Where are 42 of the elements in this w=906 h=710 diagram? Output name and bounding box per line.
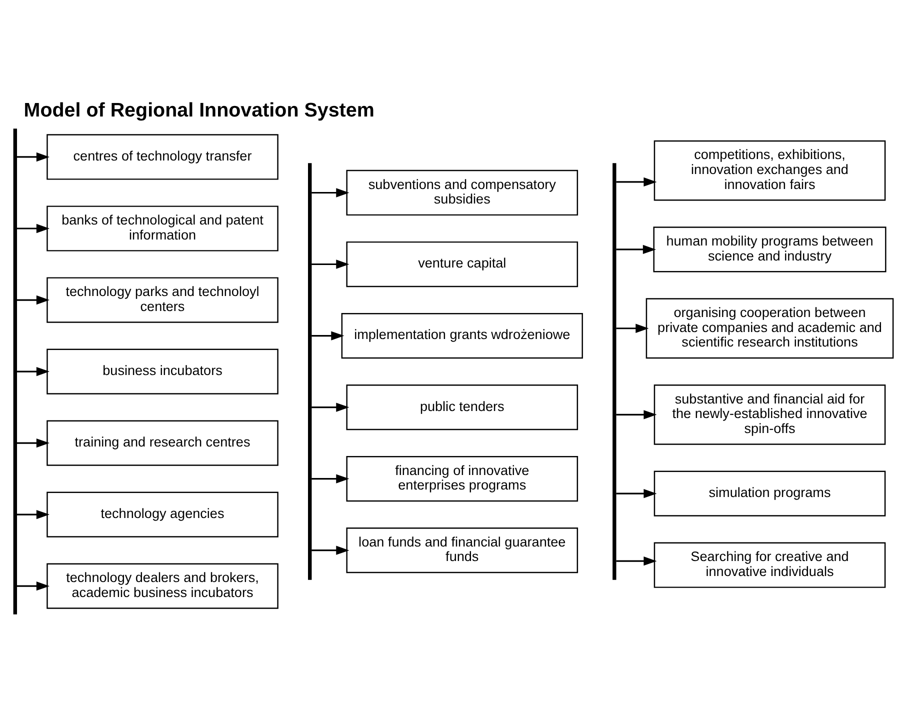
node-box: Searching for creative and innovative individuals xyxy=(653,542,886,588)
node-box: banks of technological and patent information xyxy=(46,205,278,251)
node-box: human mobility programs between science and industry xyxy=(652,226,886,272)
arrow xyxy=(16,223,50,233)
node-box: subventions and compensatory subsidies xyxy=(346,169,578,216)
arrow xyxy=(311,330,344,340)
arrow xyxy=(16,509,50,519)
arrow xyxy=(311,545,349,554)
node-box: competitions, exhibitions, innovation exchanges and innovation fairs xyxy=(653,140,886,200)
arrow xyxy=(616,323,648,332)
node-box: simulation programs xyxy=(653,470,886,516)
node-box: centres of technology transfer xyxy=(46,134,278,180)
arrow xyxy=(16,366,50,376)
arrow xyxy=(16,152,50,162)
node-box: financing of innovative enterprises programs xyxy=(346,455,578,502)
node-box: venture capital xyxy=(346,240,578,287)
node-box: training and research centres xyxy=(46,420,278,466)
arrow xyxy=(311,474,349,483)
node-bar xyxy=(612,162,616,580)
arrow xyxy=(16,580,50,590)
node-box: business incubators xyxy=(46,348,278,394)
arrow xyxy=(616,556,656,566)
node-box: technology dealers and brokers, academic business incubators xyxy=(46,562,278,608)
arrow xyxy=(16,294,50,304)
arrow xyxy=(616,410,656,419)
arrow xyxy=(16,438,50,448)
node-box: organising cooperation between private companies and academic and scientific research institutions xyxy=(645,298,894,358)
node-bar xyxy=(12,128,17,614)
node-bar xyxy=(308,162,312,580)
node-box: technology parks and technoloyl centers xyxy=(46,276,278,322)
arrow xyxy=(311,402,349,412)
diagram-title: Model of Regional Innovation System xyxy=(23,99,374,122)
arrow xyxy=(616,176,656,186)
arrow xyxy=(616,488,656,498)
arrow xyxy=(311,259,349,268)
arrow xyxy=(311,188,349,197)
node-box: public tenders xyxy=(346,384,578,430)
node-box: substantive and financial aid for the newly-established innovative spin-offs xyxy=(653,384,886,444)
node-box: implementation grants wdrożeniowe xyxy=(340,312,582,358)
arrow xyxy=(616,244,656,254)
node-box: loan funds and financial guarantee funds xyxy=(346,527,578,573)
node-box: technology agencies xyxy=(46,491,278,537)
